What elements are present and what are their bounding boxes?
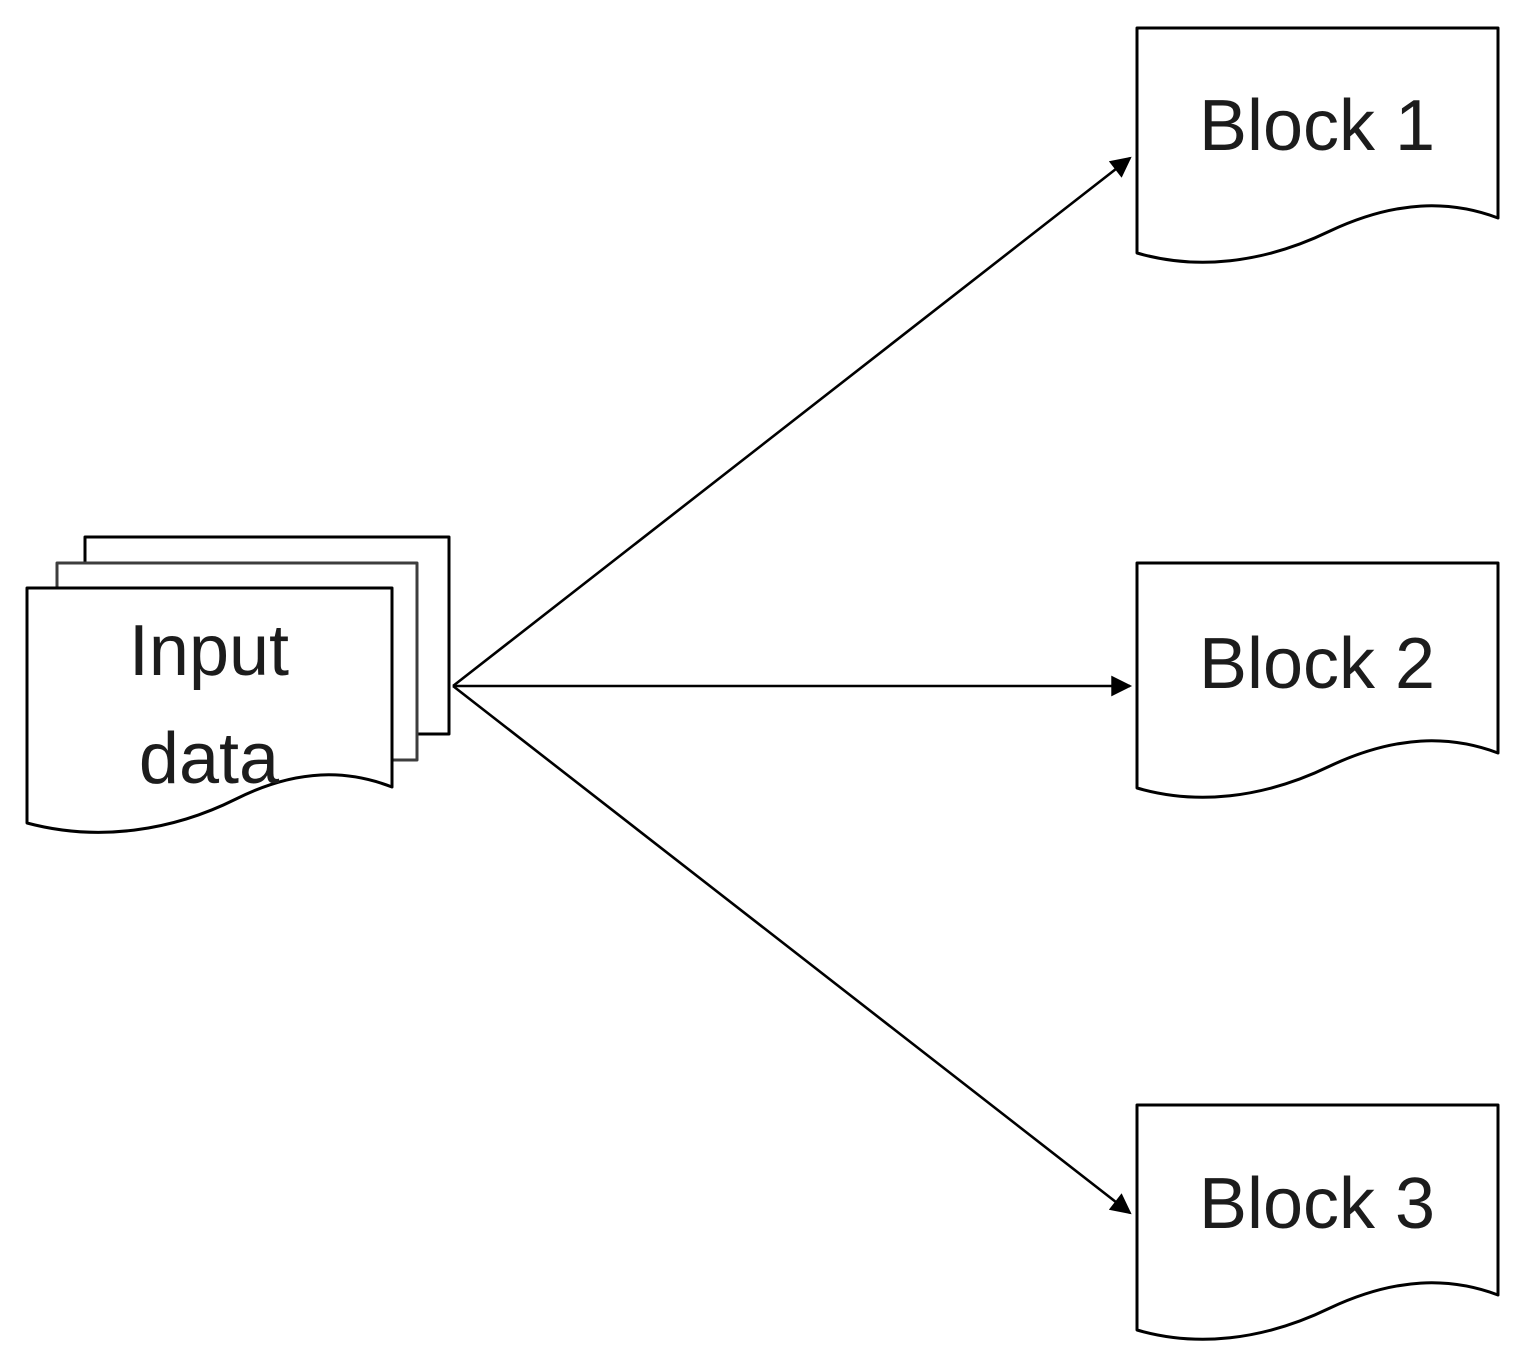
input-data-multidocument: Input data [25, 535, 451, 834]
block-2-label: Block 2 [1199, 624, 1435, 704]
block-3-document: Block 3 [1135, 1103, 1500, 1341]
block-1-document: Block 1 [1135, 26, 1500, 264]
arrow-input-to-block-1 [452, 156, 1132, 688]
block-1-label: Block 1 [1199, 86, 1435, 166]
block-1-shape [1135, 26, 1500, 264]
block-2-shape [1135, 561, 1500, 799]
block-3-label: Block 3 [1199, 1164, 1435, 1244]
arrow-input-to-block-3 [452, 684, 1132, 1215]
input-data-sheet-front [25, 586, 394, 834]
block-3-shape [1135, 1103, 1500, 1341]
connector-arrows [452, 156, 1133, 1215]
block-2-document: Block 2 [1135, 561, 1500, 799]
input-data-label-line1: Input [129, 611, 289, 691]
input-data-label-line2: data [139, 719, 280, 799]
